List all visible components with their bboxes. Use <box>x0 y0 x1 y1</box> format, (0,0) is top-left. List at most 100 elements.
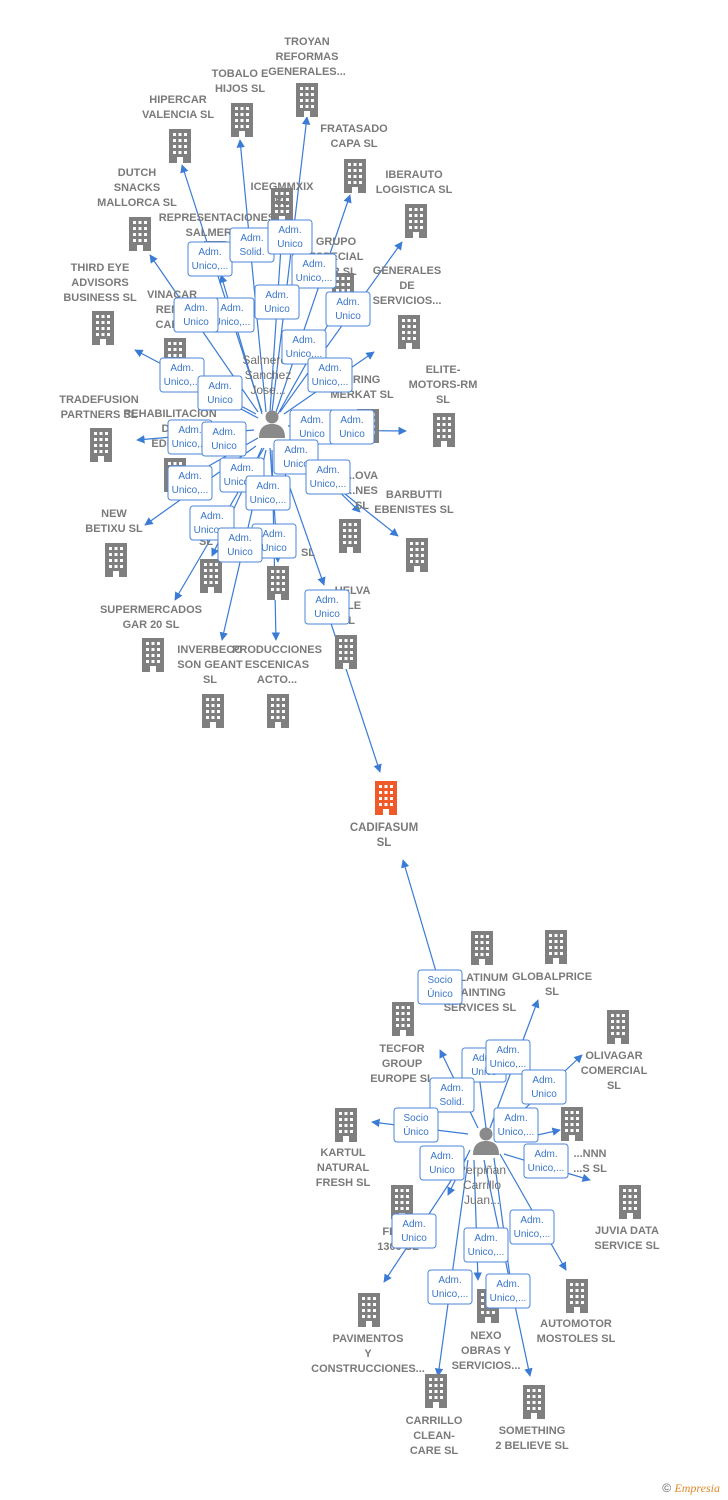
relation-badge-text: Único <box>403 1125 429 1138</box>
relation-badge[interactable]: Adm.Unico,... <box>209 297 255 333</box>
relation-badge[interactable]: Adm.Unico <box>173 297 219 333</box>
relation-badge[interactable]: Adm.Unico,... <box>485 1273 531 1309</box>
relation-badge-box <box>463 1227 509 1263</box>
relation-badge-text: Adm. <box>184 303 207 314</box>
company-label: PARTNERS SL <box>61 409 138 421</box>
relation-badge[interactable]: Adm.Unico,... <box>245 475 291 511</box>
company-label: TROYAN <box>284 36 329 48</box>
relation-badge-text: Socio <box>403 1113 428 1124</box>
brand-logo[interactable]: Empresia <box>674 1481 720 1495</box>
relation-badge[interactable]: Adm.Unico,... <box>167 465 213 501</box>
relation-badge[interactable]: Adm.Unico <box>217 527 263 563</box>
relation-badge-box <box>523 1143 569 1179</box>
relation-badge[interactable]: Adm.Unico,... <box>427 1269 473 1305</box>
relation-badge[interactable]: Adm.Unico <box>304 589 350 625</box>
relation-badge[interactable]: Adm.Unico <box>325 291 371 327</box>
relation-badge[interactable]: Adm.Unico <box>289 409 335 445</box>
company-node[interactable]: PRODUCCIONESESCENICASACTO... <box>232 644 322 728</box>
relation-badge[interactable]: Adm.Solid. <box>429 1077 475 1113</box>
relation-badge[interactable]: Adm.Unico,... <box>463 1227 509 1263</box>
company-label: CLEAN- <box>413 1430 455 1442</box>
relation-badge[interactable]: Adm.Unico,... <box>485 1039 531 1075</box>
relation-badge[interactable]: Adm. Unico <box>521 1069 567 1105</box>
relation-badge[interactable]: Adm.Unico <box>391 1213 437 1249</box>
relation-badge-text: Adm. <box>198 247 221 258</box>
relation-badge[interactable]: Adm. Unico,... <box>159 357 205 393</box>
relation-badge[interactable]: Adm.Solid. <box>229 227 275 263</box>
company-label: 2 BELIEVE SL <box>495 1440 569 1452</box>
company-label: GROUP <box>382 1058 422 1070</box>
relation-badge[interactable]: Adm.Unico,... <box>291 253 337 289</box>
person-node[interactable]: PerpiñanCarrilloJuan... <box>458 1127 506 1208</box>
relation-badge[interactable]: Adm.Unico,... <box>281 329 327 365</box>
company-node[interactable]: SL <box>267 547 315 600</box>
company-label: TOBALO E <box>212 68 269 80</box>
focus-company-label: SL <box>377 837 392 849</box>
building-icon <box>202 694 224 728</box>
relation-badge[interactable]: Adm.Unico,... <box>307 357 353 393</box>
relation-badge[interactable]: Adm.Unico,... <box>523 1143 569 1179</box>
relation-badge-text: Adm. <box>316 465 339 476</box>
company-label: SERVICIOS... <box>452 1360 521 1372</box>
relation-badge[interactable]: Adm.Unico,... <box>187 241 233 277</box>
relation-badge-text: Solid. <box>439 1097 464 1108</box>
company-node[interactable]: TROYANREFORMASGENERALES... <box>268 36 346 117</box>
relation-badge-text: Único <box>427 987 453 1000</box>
relation-badge[interactable]: Adm.Unico,... <box>493 1107 539 1143</box>
building-icon <box>92 311 114 345</box>
company-label: SL <box>275 196 289 208</box>
relation-badge-text: Unico,... <box>490 1293 527 1304</box>
relation-badge[interactable]: Adm.Unico <box>201 421 247 457</box>
person-node[interactable]: SalmeronSanchezJose... <box>242 353 294 438</box>
relation-badge-text: Unico,... <box>164 377 201 388</box>
relation-badge[interactable]: Adm.Unico <box>251 523 297 559</box>
relation-badge-text: Solid. <box>239 247 264 258</box>
company-node[interactable]: PAVIMENTOSYCONSTRUCCIONES... <box>311 1293 425 1375</box>
relation-badge-text: Adm. <box>532 1075 555 1086</box>
company-node[interactable]: GENERALESDESERVICIOS... <box>373 265 442 349</box>
building-icon <box>619 1185 641 1219</box>
relation-badge[interactable]: Adm.Unico <box>329 409 375 445</box>
relation-badge[interactable]: Adm.Unico <box>197 375 243 411</box>
company-label: ...OVA <box>346 470 378 482</box>
relation-badge[interactable]: Adm.Unico,... <box>509 1209 555 1245</box>
relation-badge[interactable]: Adm.Unico <box>267 219 313 255</box>
relation-badge-text: Adm. <box>208 381 231 392</box>
company-label: GENERALES... <box>268 66 346 78</box>
relation-badge[interactable]: Adm.Unico,... <box>305 459 351 495</box>
company-label: NEW <box>101 508 127 520</box>
relation-badge[interactable]: Adm.Unico,... <box>167 419 213 455</box>
company-node[interactable]: ...NNN...S SL <box>561 1107 607 1175</box>
relation-badge-text: Unico <box>531 1089 557 1100</box>
relation-badge[interactable]: Adm.Unico <box>419 1145 465 1181</box>
relation-badge[interactable]: Adm.Unico <box>254 284 300 320</box>
relation-badge-text: Adm. <box>170 363 193 374</box>
